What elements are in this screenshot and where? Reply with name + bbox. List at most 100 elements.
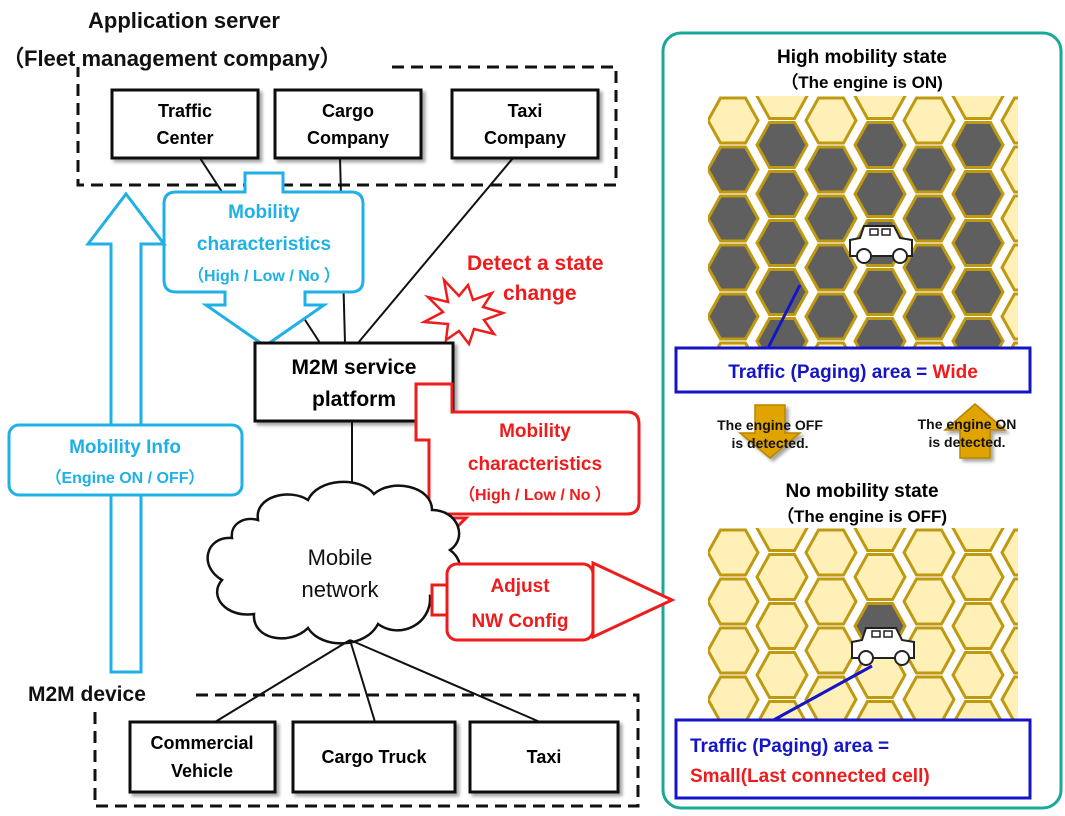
taxi-company-box [450, 88, 600, 160]
hex-cell-active [708, 194, 760, 243]
hex-cell-active [804, 292, 858, 341]
hex-cell-active [708, 145, 760, 194]
hex-grid-high-mobility [708, 96, 1018, 348]
app-server-title: Application server [88, 8, 280, 33]
adjust-line2: NW Config [471, 611, 568, 632]
hex-grid-no-mobility [708, 528, 1018, 720]
cargo-truck-label: Cargo Truck [321, 747, 427, 767]
hex-cell-active [755, 121, 809, 169]
hex-cell [902, 528, 956, 577]
hex-cell-active [902, 145, 956, 194]
engine-off-label-line1: The engine OFF [717, 417, 823, 433]
pointer-line-top [766, 284, 802, 349]
hex-cell-active [902, 194, 956, 243]
mobility-char-right-line1: Mobility [499, 421, 571, 442]
hex-cell-active [951, 317, 1005, 348]
hex-cell-active [951, 219, 1005, 267]
hex-cell [755, 528, 809, 552]
hex-cell [708, 96, 760, 145]
hex-cell-active [951, 268, 1005, 316]
hex-cell [708, 626, 760, 675]
engine-on-label-line1: The engine ON [918, 416, 1017, 432]
cargo-company-box [273, 88, 423, 160]
adjust-nw-box [445, 562, 595, 642]
hex-cell [1000, 145, 1018, 194]
hex-cell-active [902, 292, 956, 341]
hex-cell [1000, 292, 1018, 341]
hex-cell [1000, 528, 1018, 577]
mobile-network-line1: Mobile [308, 545, 373, 570]
hex-cell-active [853, 170, 907, 218]
mobility-char-top-callout [162, 171, 365, 348]
hex-cell [755, 553, 809, 601]
hex-cell [708, 577, 760, 626]
detect-state-change-line1: Detect a state [467, 252, 604, 275]
mobility-char-top-line1: Mobility [228, 202, 300, 223]
hex-cell [951, 96, 1005, 120]
hex-cell [804, 528, 858, 577]
hex-cell [951, 528, 1005, 552]
hex-cell [755, 602, 809, 650]
hex-cell [853, 528, 907, 552]
hex-cell-active [755, 219, 809, 267]
hex-cell [853, 96, 907, 120]
explosion-icon [419, 276, 507, 347]
hex-cell [853, 553, 907, 601]
hex-cell [902, 626, 956, 675]
hex-cell-active [804, 194, 858, 243]
hex-cell-active [755, 317, 809, 348]
hex-cell [902, 675, 956, 720]
traffic-center-line2: Center [156, 128, 213, 148]
hex-cell-active [804, 243, 858, 292]
commercial-vehicle-box [128, 720, 277, 794]
no-mobility-title: No mobility state [785, 481, 938, 502]
app-server-subtitle: （Fleet management company） [2, 46, 342, 71]
hex-cell-active [853, 268, 907, 316]
hex-cell [951, 553, 1005, 601]
hex-cell-active [708, 243, 760, 292]
hex-cell [902, 96, 956, 145]
link-network-truck [349, 639, 376, 723]
hex-cell [804, 96, 858, 145]
hex-cell-active [755, 170, 809, 218]
traffic-area-small-value: Small(Last connected cell) [690, 766, 930, 787]
pointer-line-bottom [769, 664, 873, 724]
mobility-info-box [7, 423, 244, 497]
hex-cell [1000, 577, 1018, 626]
commercial-vehicle-line1: Commercial [150, 733, 253, 753]
hex-cell [804, 675, 858, 720]
cargo-company-line1: Cargo [322, 101, 374, 121]
hex-cell [855, 700, 905, 720]
mobility-char-top-line2: characteristics [197, 234, 331, 255]
engine-on-arrow [942, 403, 1008, 459]
hex-cell [951, 602, 1005, 650]
taxi-company-line2: Company [484, 128, 566, 148]
traffic-area-wide-box [674, 346, 1032, 394]
hex-cell-active [708, 292, 760, 341]
engine-off-arrow [737, 404, 803, 459]
hex-cell-active [804, 145, 858, 194]
mobile-network-cloud [206, 480, 462, 645]
mobility-info-line2: （Engine ON / OFF） [45, 469, 204, 487]
link-network-commercial [214, 639, 351, 723]
hex-cell [1000, 626, 1018, 675]
app-server-dashed-border [76, 65, 618, 187]
hex-cell-active [951, 170, 1005, 218]
engine-off-label-line2: is detected. [731, 435, 808, 451]
traffic-area-small-box [674, 718, 1032, 800]
traffic-area-small-label: Traffic (Paging) area = [690, 736, 889, 757]
traffic-area-wide-label: Traffic (Paging) area = Wide [728, 362, 978, 383]
m2m-platform-line1: M2M service [292, 356, 417, 379]
taxi-company-line1: Taxi [508, 101, 543, 121]
car-icon-top [849, 225, 913, 264]
hex-cell [1000, 243, 1018, 292]
adjust-line1: Adjust [490, 576, 550, 597]
hex-cell [951, 651, 1005, 699]
high-mobility-title: High mobility state [777, 47, 947, 68]
taxi-device-label: Taxi [527, 747, 562, 767]
hex-cell [708, 675, 760, 720]
mobile-network-line2: network [301, 577, 379, 602]
hex-cell-active [755, 268, 809, 316]
mobility-char-right-line3: （High / Low / No ） [459, 486, 611, 504]
